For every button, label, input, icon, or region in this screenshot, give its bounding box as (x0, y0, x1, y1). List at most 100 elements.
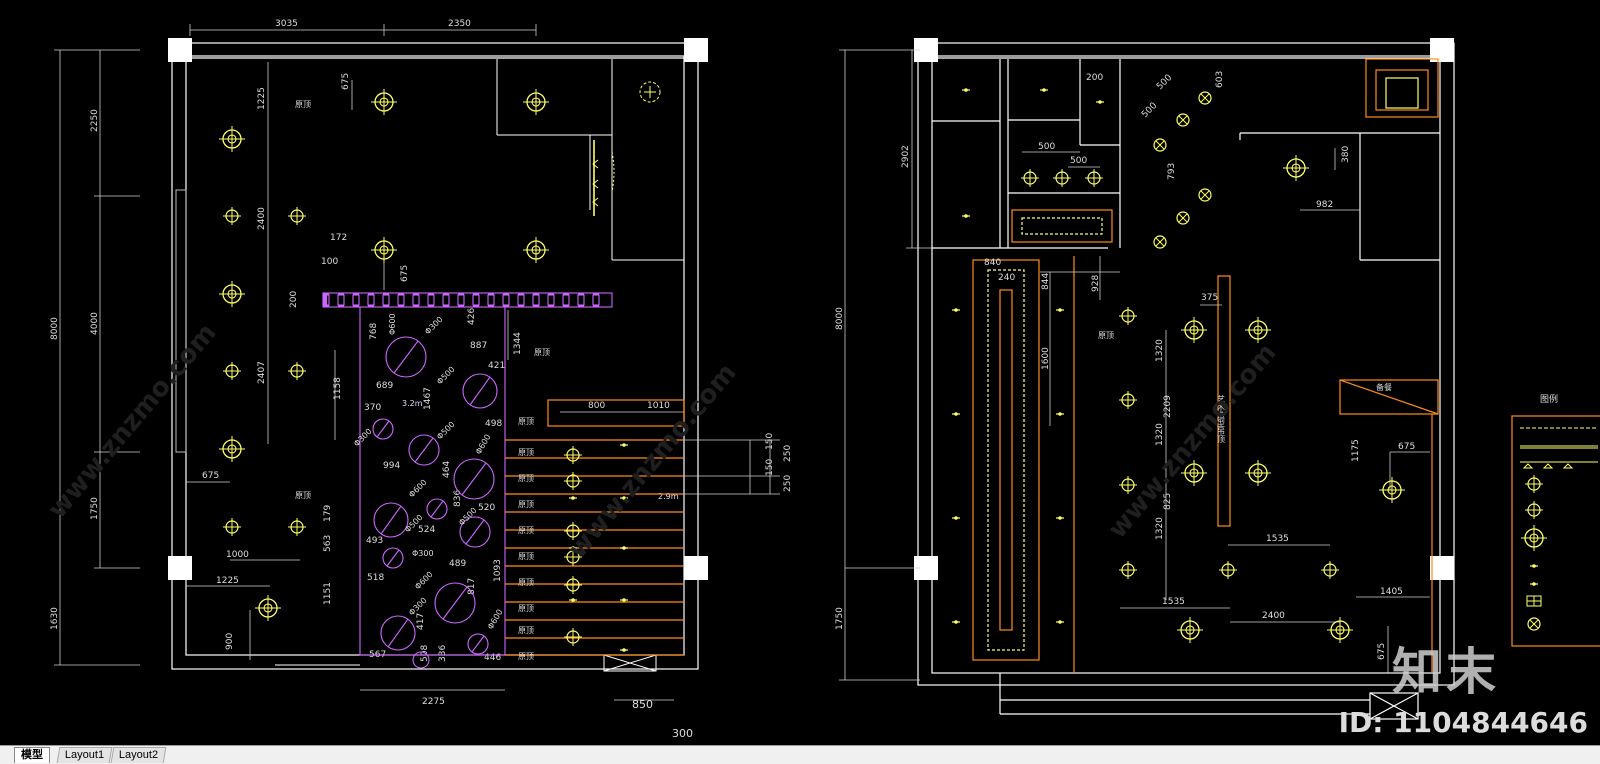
dim-label: 493 (366, 536, 383, 546)
tab-label: 模型 (21, 749, 43, 761)
dim-label: 825 (1163, 493, 1173, 510)
dim-label: 380 (1341, 146, 1351, 163)
area-label: 原顶 (295, 491, 311, 500)
diameter-label: Φ500 (435, 365, 457, 387)
legend-table: 图例 (1511, 393, 1600, 647)
diameter-label: Φ600 (474, 433, 493, 456)
dim-label: 1225 (257, 87, 267, 110)
dim-label: 2902 (901, 145, 911, 168)
dim-label: 994 (383, 461, 400, 471)
dim-label: 520 (478, 503, 495, 513)
elevation-label: 3.2m (402, 399, 423, 408)
dim-label: 850 (632, 698, 653, 711)
dim-label: 1010 (647, 401, 670, 411)
dim-label: 1225 (216, 576, 239, 586)
dim-label: 1535 (1162, 597, 1185, 607)
dim-label: 675 (1398, 442, 1415, 452)
dim-label: 1467 (423, 387, 433, 410)
dim-label: 563 (323, 535, 333, 552)
dim-label: 375 (1201, 293, 1218, 303)
watermark-logo: 知末 (1392, 643, 1500, 701)
tab-label: Layout2 (118, 749, 159, 761)
dim-label: 793 (1167, 163, 1177, 180)
area-label: 原顶 (518, 626, 534, 635)
area-label: 原顶 (518, 604, 534, 613)
area-label: 原顶 (518, 578, 534, 587)
area-label: 原顶 (518, 526, 534, 535)
dim-label: 844 (1041, 273, 1051, 290)
dim-label: 768 (369, 323, 379, 340)
dim-label: 2250 (90, 109, 100, 132)
dim-label: 518 (367, 573, 384, 583)
dim-label: 800 (588, 401, 605, 411)
tab-layout1[interactable]: Layout1 (56, 747, 113, 763)
dim-label: 1158 (333, 377, 343, 400)
dim-label: 200 (1086, 73, 1103, 83)
dim-label: 3035 (275, 19, 298, 29)
tab-layout2[interactable]: Layout2 (110, 747, 167, 763)
area-label: 原顶 (518, 652, 534, 661)
dim-label: 240 (998, 273, 1015, 283)
watermark-id: ID: 1104844646 (1338, 706, 1588, 739)
dim-label: 300 (672, 727, 693, 740)
dim-label: 603 (1215, 71, 1225, 88)
tab-model[interactable]: 模型 (14, 747, 50, 763)
area-label: 原顶 (518, 500, 534, 509)
area-label: 艺术造型吊顶 (1217, 395, 1226, 444)
diameter-label: Φ300 (423, 315, 445, 337)
dim-label: 1320 (1155, 517, 1165, 540)
dim-label: 2400 (1262, 611, 1285, 621)
dim-label: 675 (341, 73, 351, 90)
dim-label: 172 (330, 233, 347, 243)
dim-label: 2407 (257, 361, 267, 384)
diameter-label: Φ600 (486, 608, 505, 631)
dim-label: 1344 (513, 332, 523, 355)
area-label: 原顶 (534, 348, 550, 357)
dim-label: 2400 (257, 207, 267, 230)
dim-label: 675 (400, 265, 410, 282)
area-label: 原顶 (518, 552, 534, 561)
dim-label: 900 (225, 633, 235, 650)
dim-label: 498 (485, 419, 502, 429)
dim-label: 1750 (835, 607, 845, 630)
dim-label: 675 (202, 471, 219, 481)
dim-label: 500 (1038, 142, 1055, 152)
right-ceiling-plan: 8000 2902 1750 200 500 603 500 500 500 7… (835, 38, 1600, 720)
dim-label: 524 (418, 525, 435, 535)
dim-label: 928 (1091, 275, 1101, 292)
dim-label: 500 (1140, 101, 1159, 120)
dim-label: 1405 (1380, 587, 1403, 597)
diameter-label: Φ500 (435, 420, 457, 442)
diameter-label: Φ300 (412, 549, 434, 558)
dim-label: 370 (364, 403, 381, 413)
dim-label: 250 (783, 445, 793, 462)
dim-label: 1151 (323, 582, 333, 605)
dim-label: 250 (783, 475, 793, 492)
dim-label: 336 (438, 645, 448, 662)
dim-label: 500 (1155, 73, 1174, 92)
diameter-label: Φ600 (407, 478, 429, 500)
dim-label: 2275 (422, 697, 445, 707)
watermark-text: www.znzmo.com (42, 318, 222, 524)
dim-label: 836 (453, 490, 463, 507)
area-label: 原顶 (518, 417, 534, 426)
dim-label: 689 (376, 381, 393, 391)
dim-label: 8000 (50, 317, 60, 340)
dim-label: 426 (467, 308, 477, 325)
dim-label: 200 (289, 291, 299, 308)
dim-label: 1320 (1155, 423, 1165, 446)
dim-label: 1000 (226, 550, 249, 560)
layout-tab-bar: 模型 Layout1 Layout2 (0, 745, 1600, 764)
dim-label: 150 (765, 459, 775, 476)
diameter-label: Φ300 (352, 427, 374, 449)
dim-label: 1750 (90, 497, 100, 520)
diameter-label: Φ600 (413, 570, 435, 592)
watermark-text: www.znzmo.com (562, 358, 742, 564)
area-label: 原顶 (518, 448, 534, 457)
dim-label: 489 (449, 559, 466, 569)
dim-label: 887 (470, 341, 487, 351)
dim-label: 8000 (835, 307, 845, 330)
dim-label: 464 (442, 461, 452, 478)
dim-label: 100 (321, 257, 338, 267)
cad-model-space[interactable]: 3035 2350 8000 2250 4000 1750 1630 675 1… (0, 0, 1600, 745)
